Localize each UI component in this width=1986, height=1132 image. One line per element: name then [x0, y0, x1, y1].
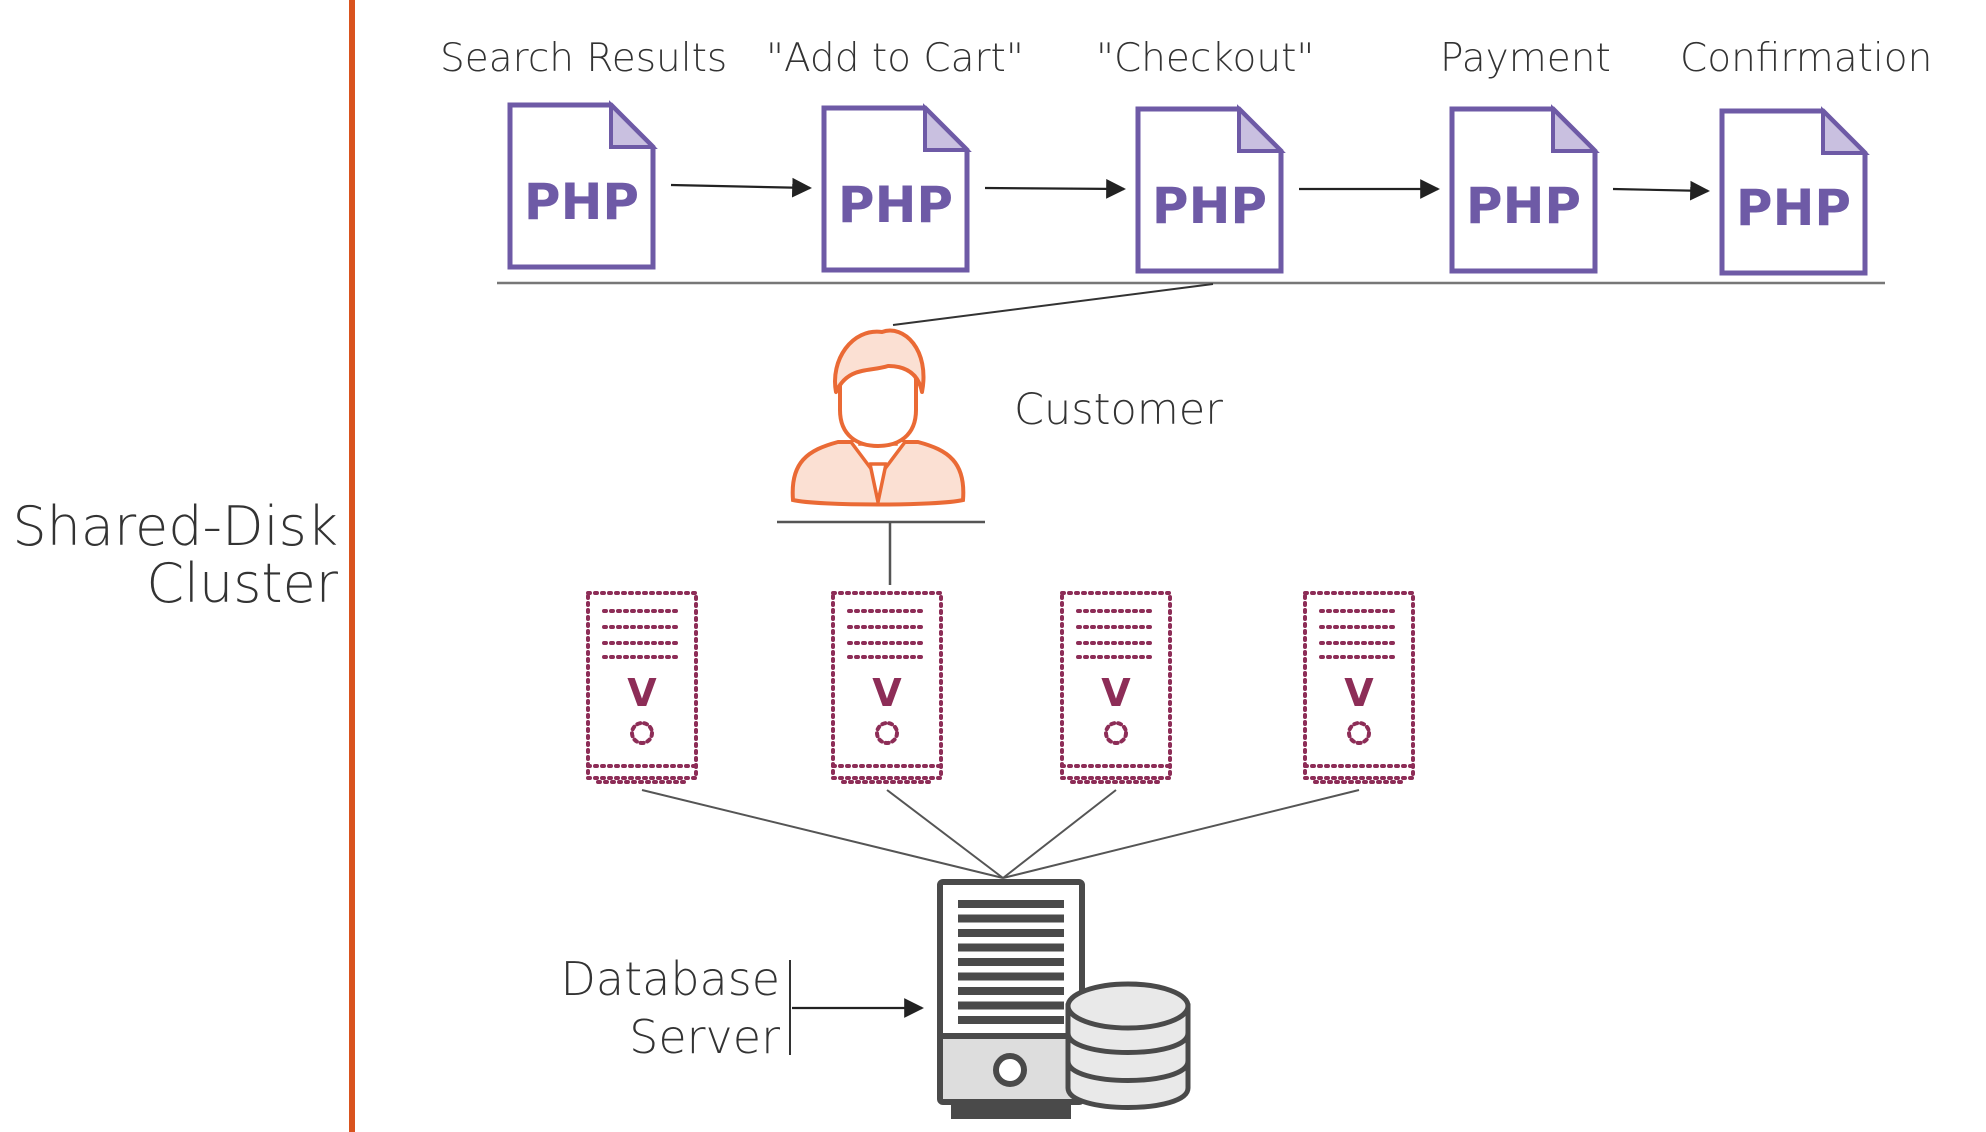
- web-server-badge: V: [872, 671, 902, 715]
- cluster-label-line-1: Shared-Disk: [12, 495, 338, 558]
- server-db-link: [886, 789, 1004, 879]
- php-file-icon: PHP: [1135, 104, 1286, 274]
- server-db-link: [1002, 789, 1117, 879]
- web-server-badge: V: [627, 671, 657, 715]
- database-server-icon: [937, 879, 1085, 1119]
- web-server-icon: V: [1303, 591, 1415, 784]
- customer-connector: [892, 283, 1214, 326]
- php-file-icon: PHP: [1719, 106, 1870, 276]
- php-file-icon: PHP: [821, 103, 972, 273]
- flow-arrow: [670, 177, 812, 198]
- php-file-row: PHP PHP PHP PHP PHP: [507, 100, 1870, 276]
- web-server-badge: V: [1344, 671, 1374, 715]
- step-label-checkout: "Checkout": [1096, 36, 1315, 81]
- php-file-icon: PHP: [507, 100, 658, 270]
- web-server-icon: V: [586, 591, 698, 784]
- database-label-line-2: Server: [629, 1010, 780, 1064]
- database-server-label: Database Server: [540, 950, 781, 1066]
- php-file-text: PHP: [1466, 177, 1581, 235]
- step-label-search-results: Search Results: [440, 36, 728, 81]
- web-server-icon: V: [831, 591, 943, 784]
- php-file-text: PHP: [838, 176, 953, 234]
- customer-person-icon: [790, 328, 966, 507]
- database-cylinder-icon: [1065, 981, 1191, 1110]
- php-file-text: PHP: [1736, 179, 1851, 237]
- web-server-icon: V: [1060, 591, 1172, 784]
- server-db-link: [1002, 789, 1360, 879]
- step-label-confirmation: Confirmation: [1680, 36, 1933, 81]
- server-db-links: [641, 789, 1360, 879]
- database-label-line-1: Database: [560, 952, 781, 1006]
- step-label-payment: Payment: [1440, 36, 1611, 81]
- php-file-text: PHP: [524, 173, 639, 231]
- web-server-badge: V: [1101, 671, 1131, 715]
- cluster-label: Shared-Disk Cluster: [10, 498, 338, 612]
- cluster-label-line-2: Cluster: [146, 552, 338, 615]
- customer-label: Customer: [1014, 385, 1223, 435]
- step-label-add-to-cart: "Add to Cart": [766, 36, 1024, 81]
- flow-arrow: [984, 178, 1126, 199]
- server-db-link: [641, 789, 1004, 879]
- flow-arrows: [670, 177, 1710, 201]
- php-file-text: PHP: [1152, 177, 1267, 235]
- flow-arrow: [1612, 180, 1710, 201]
- php-file-icon: PHP: [1449, 104, 1600, 274]
